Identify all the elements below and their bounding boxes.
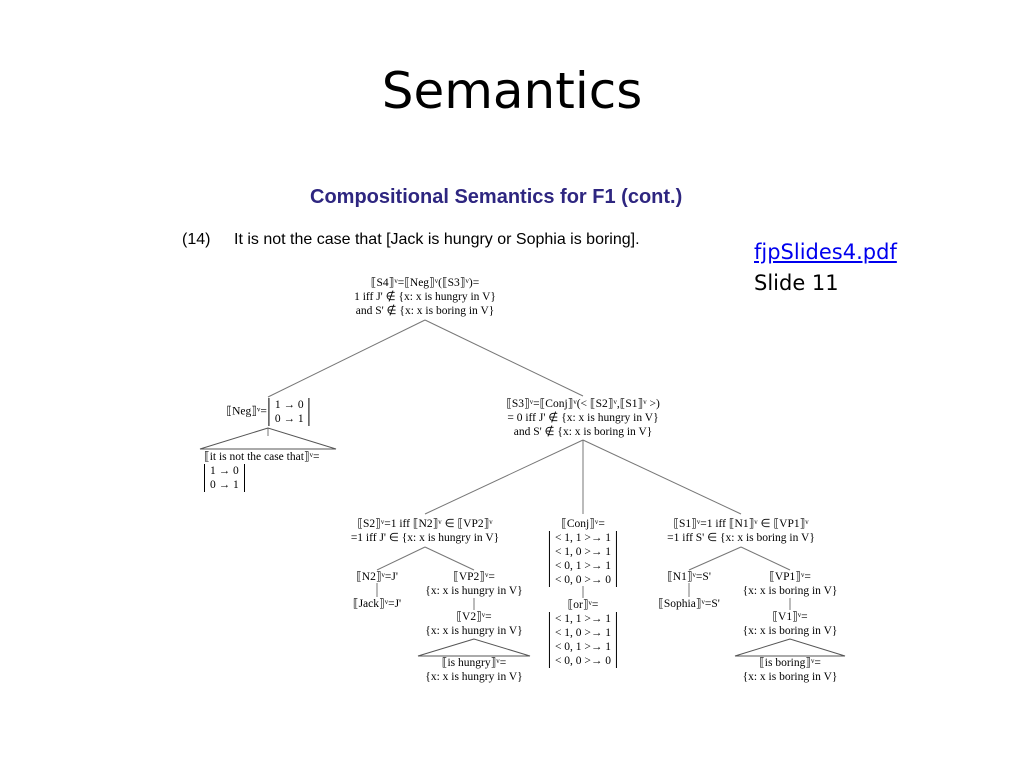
node-conj: ⟦Conj⟧ᵛ= < 1, 1 >→ 1 < 1, 0 >→ 1 < 0, 1 …	[548, 517, 618, 587]
or-matrix-row: < 0, 1 >→ 1	[554, 641, 612, 653]
node-s1-line2: =1 iff S' ∈ {x: x is boring in V}	[667, 532, 815, 544]
branch-s4-s3	[424, 319, 584, 397]
neg-matrix-row: 0 → 1	[274, 413, 304, 425]
node-s4: ⟦S4⟧ᵛ=⟦Neg⟧ᵛ(⟦S3⟧ᵛ)= 1 iff J' ∉ {x: x is…	[354, 276, 496, 318]
reference-link[interactable]: fjpSlides4.pdf	[754, 240, 897, 264]
node-neg-word: ⟦it is not the case that⟧ᵛ= 1 → 0 0 → 1	[204, 450, 319, 492]
node-s1: ⟦S1⟧ᵛ=1 iff ⟦N1⟧ᵛ ∈ ⟦VP1⟧ᵛ =1 iff S' ∈ {…	[667, 517, 815, 545]
node-jack: ⟦Jack⟧ᵛ=J'	[352, 598, 402, 610]
node-conj-label: ⟦Conj⟧ᵛ=	[561, 518, 605, 530]
node-neg-word-label: ⟦it is not the case that⟧ᵛ=	[204, 451, 320, 463]
node-s3: ⟦S3⟧ᵛ=⟦Conj⟧ᵛ(< ⟦S2⟧ᵛ,⟦S1⟧ᵛ >) = 0 iff J…	[506, 397, 660, 439]
node-s2-line1: ⟦S2⟧ᵛ=1 iff ⟦N2⟧ᵛ ∈ ⟦VP2⟧ᵛ	[357, 518, 493, 530]
slide-title: Semantics	[381, 62, 643, 120]
node-vp2: ⟦VP2⟧ᵛ= {x: x is hungry in V}	[425, 570, 522, 598]
triangle-is-boring	[734, 638, 846, 657]
branch-s3-s2	[424, 439, 584, 515]
node-is-hungry: ⟦is hungry⟧ᵛ= {x: x is hungry in V}	[425, 656, 522, 684]
node-vp1: ⟦VP1⟧ᵛ= {x: x is boring in V}	[743, 570, 838, 598]
node-s1-line1: ⟦S1⟧ᵛ=1 iff ⟦N1⟧ᵛ ∈ ⟦VP1⟧ᵛ	[673, 518, 809, 530]
neg-matrix: 1 → 0 0 → 1	[268, 398, 310, 426]
node-is-boring: ⟦is boring⟧ᵛ= {x: x is boring in V}	[743, 656, 838, 684]
neg-word-matrix-row: 0 → 1	[210, 479, 239, 491]
or-matrix-row: < 1, 0 >→ 1	[554, 627, 612, 639]
node-neg: ⟦Neg⟧ᵛ= 1 → 0 0 → 1	[226, 398, 310, 426]
triangle-is-hungry	[417, 638, 531, 657]
node-is-boring-line1: ⟦is boring⟧ᵛ=	[759, 657, 821, 669]
node-neg-label: ⟦Neg⟧ᵛ=	[226, 405, 267, 418]
node-vp2-line2: {x: x is hungry in V}	[425, 585, 523, 597]
node-is-hungry-line1: ⟦is hungry⟧ᵛ=	[441, 657, 507, 669]
conj-matrix-row: < 1, 0 >→ 1	[554, 546, 612, 558]
example-number: (14)	[182, 231, 211, 248]
node-vp2-line1: ⟦VP2⟧ᵛ=	[453, 571, 495, 583]
node-or: ⟦or⟧ᵛ= < 1, 1 >→ 1 < 1, 0 >→ 1 < 0, 1 >→…	[548, 598, 618, 668]
branch-s1-n1	[688, 546, 742, 571]
node-n1: ⟦N1⟧ᵛ=S'	[667, 571, 711, 583]
conj-matrix-row: < 0, 1 >→ 1	[554, 560, 612, 572]
node-v1: ⟦V1⟧ᵛ= {x: x is boring in V}	[743, 610, 838, 638]
node-or-label: ⟦or⟧ᵛ=	[567, 599, 599, 611]
branch-s1-vp1	[740, 546, 791, 571]
example-line: (14) It is not the case that [Jack is hun…	[182, 231, 640, 249]
branch-s4-neg	[267, 319, 426, 398]
branch-s2-n2	[376, 546, 426, 571]
neg-matrix-row: 1 → 0	[274, 399, 304, 411]
node-s4-line3: and S' ∉ {x: x is boring in V}	[355, 305, 495, 317]
reference-slide-number: Slide 11	[754, 271, 839, 295]
neg-word-matrix-row: 1 → 0	[210, 465, 239, 477]
conj-matrix-row: < 0, 0 >→ 0	[554, 574, 612, 586]
neg-word-matrix: 1 → 0 0 → 1	[204, 464, 245, 492]
node-n2: ⟦N2⟧ᵛ=J'	[356, 571, 398, 583]
triangle-neg-word	[199, 427, 337, 450]
or-matrix-row: < 0, 0 >→ 0	[554, 655, 612, 667]
node-is-hungry-line2: {x: x is hungry in V}	[425, 671, 523, 683]
node-s4-line2: 1 iff J' ∉ {x: x is hungry in V}	[354, 291, 496, 303]
node-s2: ⟦S2⟧ᵛ=1 iff ⟦N2⟧ᵛ ∈ ⟦VP2⟧ᵛ =1 iff J' ∈ {…	[351, 517, 499, 545]
branch-s3-s1	[582, 439, 742, 515]
conj-matrix-row: < 1, 1 >→ 1	[554, 532, 612, 544]
node-is-boring-line2: {x: x is boring in V}	[742, 671, 838, 683]
node-s3-line2: = 0 iff J' ∉ {x: x is hungry in V}	[507, 412, 659, 424]
node-v1-line2: {x: x is boring in V}	[742, 625, 838, 637]
example-sentence: It is not the case that [Jack is hungry …	[234, 231, 640, 248]
node-vp1-line1: ⟦VP1⟧ᵛ=	[769, 571, 811, 583]
node-s3-line3: and S' ∉ {x: x is boring in V}	[513, 426, 653, 438]
or-matrix: < 1, 1 >→ 1 < 1, 0 >→ 1 < 0, 1 >→ 1 < 0,…	[548, 612, 618, 668]
node-v2: ⟦V2⟧ᵛ= {x: x is hungry in V}	[425, 610, 522, 638]
node-v2-line2: {x: x is hungry in V}	[425, 625, 523, 637]
node-v1-line1: ⟦V1⟧ᵛ=	[772, 611, 808, 623]
conj-matrix: < 1, 1 >→ 1 < 1, 0 >→ 1 < 0, 1 >→ 1 < 0,…	[548, 531, 618, 587]
branch-s2-vp2	[424, 546, 475, 571]
node-s3-line1: ⟦S3⟧ᵛ=⟦Conj⟧ᵛ(< ⟦S2⟧ᵛ,⟦S1⟧ᵛ >)	[506, 398, 660, 410]
node-s4-line1: ⟦S4⟧ᵛ=⟦Neg⟧ᵛ(⟦S3⟧ᵛ)=	[370, 277, 480, 289]
node-sophia: ⟦Sophia⟧ᵛ=S'	[658, 598, 720, 610]
node-vp1-line2: {x: x is boring in V}	[742, 585, 838, 597]
node-s2-line2: =1 iff J' ∈ {x: x is hungry in V}	[350, 532, 500, 544]
node-v2-line1: ⟦V2⟧ᵛ=	[456, 611, 492, 623]
figure-heading: Compositional Semantics for F1 (cont.)	[310, 186, 683, 208]
or-matrix-row: < 1, 1 >→ 1	[554, 613, 612, 625]
